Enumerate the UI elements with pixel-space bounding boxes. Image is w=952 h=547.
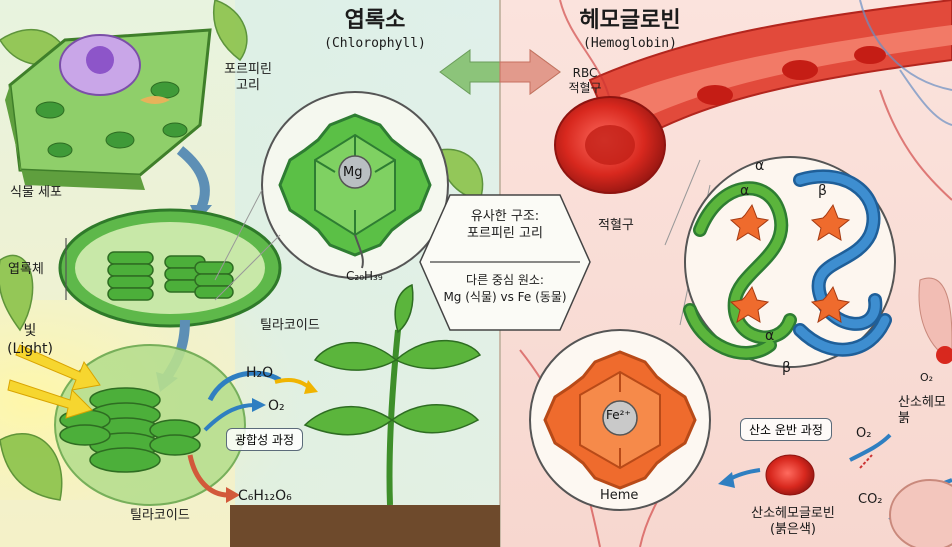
chlorophyll-molecule — [261, 91, 449, 279]
rbc-label: RBC 적혈구 — [568, 66, 602, 95]
arrow-cell-to-chloroplast — [176, 146, 210, 213]
rbc-label-2: 적혈구 — [598, 218, 634, 233]
soil — [230, 505, 500, 547]
oxygen-transport-badge: 산소 운반 과정 — [740, 418, 832, 441]
porphyrin-ring-label: 포르피린 고리 — [224, 62, 272, 93]
arrow-glucose — [187, 454, 229, 498]
chloroplast-label: 엽록체 — [8, 262, 44, 277]
mg-center-atom: Mg — [343, 165, 363, 180]
hemoglobin-title: 헤모글로빈 — [579, 8, 681, 33]
fe-center-atom: Fe²⁺ — [606, 408, 631, 422]
arrow-water — [207, 370, 282, 402]
light-label: 빛 (Light) — [7, 323, 53, 357]
red-blood-cell — [554, 96, 666, 194]
hemoglobin-subtitle: (Hemoglobin) — [583, 36, 677, 51]
different-center-text: 다른 중심 원소: Mg (식물) vs Fe (동물) — [443, 273, 567, 304]
oxygen-transport-flow — [718, 277, 952, 547]
comparison-box — [419, 194, 591, 331]
beta-chain-1: β — [818, 183, 827, 199]
oxyhemoglobin-edge-label: 산소헤모 붉 — [898, 395, 946, 426]
alpha-chain-2: α — [740, 183, 750, 199]
blood-vessel — [519, 0, 952, 547]
o2-edge-label: O₂ — [920, 371, 934, 384]
seedling — [303, 283, 482, 506]
oxyhemoglobin-label: 산소헤모글로빈 (붉은색) — [751, 506, 835, 537]
thylakoid-stack — [54, 344, 246, 506]
chlorophyll-subtitle: (Chlorophyll) — [324, 36, 426, 51]
co2-label: CO₂ — [858, 492, 883, 507]
thylakoid-label-bottom: 틸라코이드 — [130, 508, 190, 523]
comparison-arrow — [439, 49, 561, 95]
photosynthesis-badge: 광합성 과정 — [226, 428, 304, 451]
plant-cell-label: 식물 세포 — [10, 185, 62, 200]
glucose-label: C₆H₁₂O₆ — [238, 488, 292, 504]
oxygen-label-right: O₂ — [856, 426, 872, 441]
oxygen-label-left: O₂ — [268, 398, 285, 414]
beta-chain-2: β — [782, 360, 791, 376]
alpha-chain-3: α — [765, 328, 775, 344]
thylakoid-label-top: 틸라코이드 — [260, 318, 320, 333]
heme-molecule — [529, 329, 711, 511]
phytol-tail-formula: C₂₀H₃₉ — [346, 269, 383, 283]
light-rays — [7, 344, 101, 419]
water-label: H₂O — [246, 365, 274, 381]
chlorophyll-title: 엽록소 — [344, 8, 406, 33]
hemoglobin-protein — [683, 156, 896, 368]
heme-label: Heme — [600, 488, 639, 503]
similar-structure-text: 유사한 구조: 포르피린 고리 — [467, 209, 543, 241]
arrow-oxygen — [203, 403, 256, 432]
chloroplast — [58, 208, 282, 328]
plant-cell — [5, 28, 212, 190]
alpha-chain-1: α — [755, 158, 765, 174]
